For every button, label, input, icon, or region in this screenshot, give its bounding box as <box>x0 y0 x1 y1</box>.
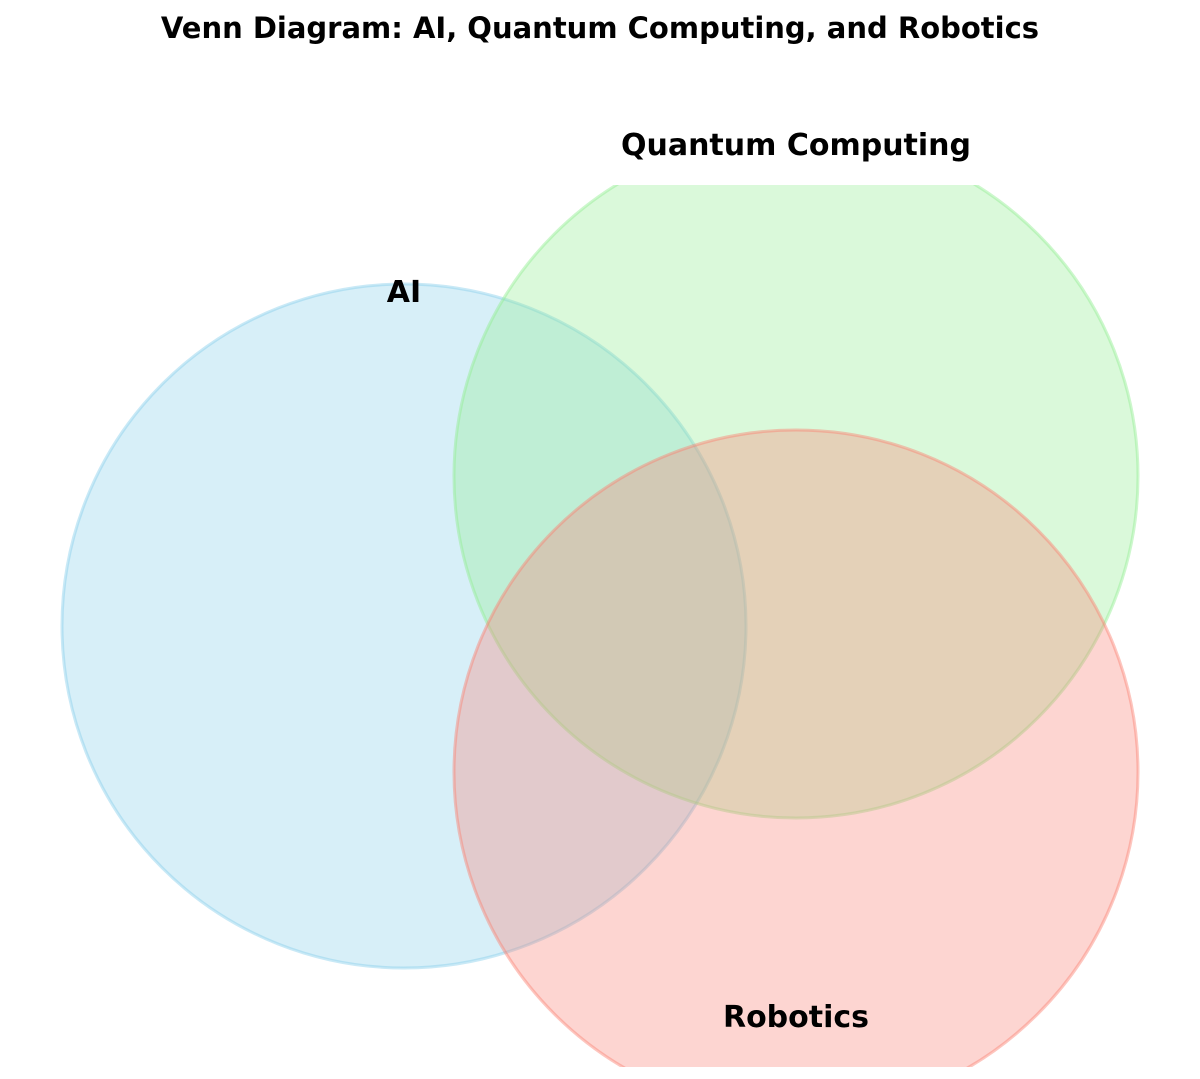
venn-circles <box>60 185 1140 1067</box>
ai-label: AI <box>387 275 421 310</box>
quantum-computing-circle <box>452 185 1140 820</box>
ai-circle <box>60 282 748 970</box>
robotics-label: Robotics <box>723 1000 869 1035</box>
robotics-circle <box>452 428 1140 1067</box>
quantum-computing-label: Quantum Computing <box>621 128 971 163</box>
diagram-title: Venn Diagram: AI, Quantum Computing, and… <box>161 11 1039 45</box>
